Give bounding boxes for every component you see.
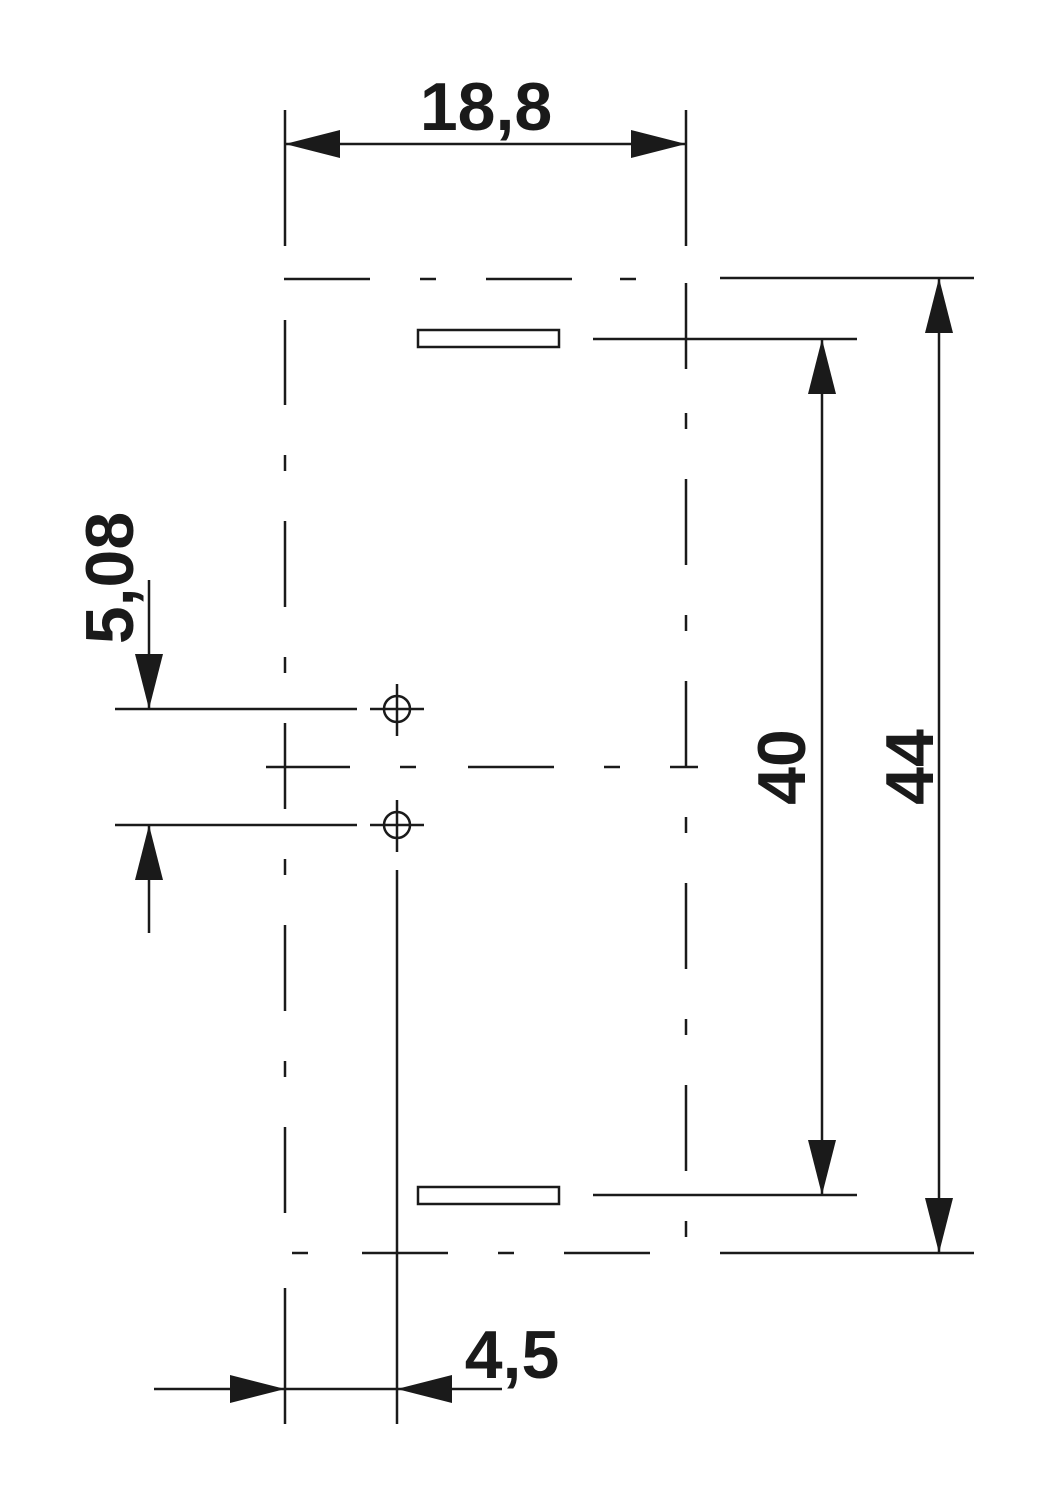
pin-hole-upper: [370, 684, 424, 736]
arrow-up: [135, 825, 163, 880]
pin-hole-lower: [370, 800, 424, 852]
dim-offset-bottom: 4,5: [154, 870, 559, 1424]
outline: [283, 277, 688, 1255]
slot-top: [416, 328, 561, 349]
arrow-down: [925, 1198, 953, 1253]
dim-label-pitch: 5,08: [72, 512, 148, 644]
arrow-left: [397, 1375, 452, 1403]
dim-pitch: 5,08: [72, 512, 357, 933]
arrow-up: [808, 339, 836, 394]
dim-inner-height: 40: [593, 337, 857, 1197]
dim-label-width: 18,8: [420, 69, 552, 145]
dim-width-top: 18,8: [283, 69, 688, 246]
arrow-left: [285, 130, 340, 158]
dim-outer-height: 44: [720, 276, 974, 1255]
dim-label-outer-height: 44: [872, 729, 948, 805]
slot-bottom: [416, 1185, 561, 1206]
arrow-down: [135, 654, 163, 709]
dim-label-offset: 4,5: [465, 1317, 560, 1393]
arrow-right: [631, 130, 686, 158]
dim-label-inner-height: 40: [744, 729, 820, 805]
arrow-up: [925, 278, 953, 333]
arrow-down: [808, 1140, 836, 1195]
arrow-right: [230, 1375, 285, 1403]
